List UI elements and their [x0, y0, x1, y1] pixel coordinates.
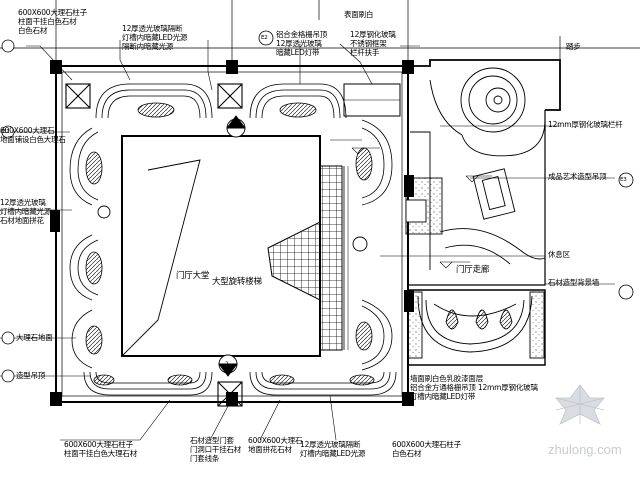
section-markers [97, 115, 368, 377]
section-marker-a: 1 [233, 122, 237, 129]
bottom-right-note: 墙面刷白色乳胶漆面层铝合金方通格栅吊顶 12mm厚钢化玻璃灯槽内暗藏LED灯带 [410, 374, 538, 401]
left-label-4: 造型吊顶 [16, 371, 46, 380]
watermark-text: zhulong.com [548, 442, 622, 457]
bottom-label-5: 600X600大理石柱子白色石材 [392, 440, 461, 458]
right-label-5: 石材造型背景墙 [548, 278, 600, 287]
annex-feature [405, 67, 546, 270]
marker-center: E2 [261, 35, 268, 41]
right-label-1: 踏步 [566, 42, 581, 51]
leader-lines [0, 40, 615, 441]
section-marker-b: 2 [225, 361, 229, 368]
right-label-4: 休息区 [548, 250, 570, 259]
marker-right: E3 [620, 177, 627, 183]
top-dimension-line [0, 0, 640, 60]
small-room [343, 83, 401, 117]
room-side: 门厅走廊 [456, 265, 490, 275]
marker-left: E1 [3, 129, 10, 135]
top-label-4: 表面刷白 [344, 10, 374, 19]
left-coves [69, 127, 103, 369]
bottom-label-2: 石材造型门套门洞口干挂石材门套线条 [190, 436, 242, 463]
left-label-3: 大理石地面 [16, 333, 53, 342]
watermark-logo [555, 384, 605, 425]
left-label-1: 600X600大理石地面铺设白色大理石 [0, 126, 66, 144]
stair-grid [267, 165, 349, 351]
level-marks [351, 147, 492, 269]
bottom-coves [83, 371, 397, 396]
bottom-label-4: 12厚透光玻璃隔断灯槽内暗藏LED光源 [300, 440, 366, 458]
shaft-boxes [65, 83, 243, 407]
right-label-2: 12mm厚钢化玻璃栏杆 [548, 120, 623, 129]
top-label-2: 12厚透光玻璃隔断灯槽内暗藏LED光源隔断内暗藏光源 [122, 24, 188, 51]
bottom-label-1: 600X600大理石柱子柱面干挂白色大理石材 [64, 440, 137, 458]
room-main-hall: 门厅大堂 [176, 271, 210, 281]
label-markers [1, 30, 634, 383]
room-stair: 大型旋转楼梯 [212, 277, 262, 287]
perimeter-coves [95, 83, 347, 119]
top-label-1: 600X600大理石柱子柱面干挂白色石材白色石材 [18, 8, 87, 35]
top-label-5: 12厚钢化玻璃不锈钢框架栏杆扶手 [350, 30, 396, 57]
left-label-2: 12厚透光玻璃灯槽内暗藏光源石材地面拼花 [0, 198, 52, 225]
columns [50, 60, 414, 406]
right-coves [355, 119, 393, 371]
annex-bottom-feature [407, 291, 545, 359]
right-label-3: 成品艺术造型吊顶 [548, 172, 607, 181]
bottom-label-3: 600X600大理石地面拼花石材 [248, 436, 303, 454]
